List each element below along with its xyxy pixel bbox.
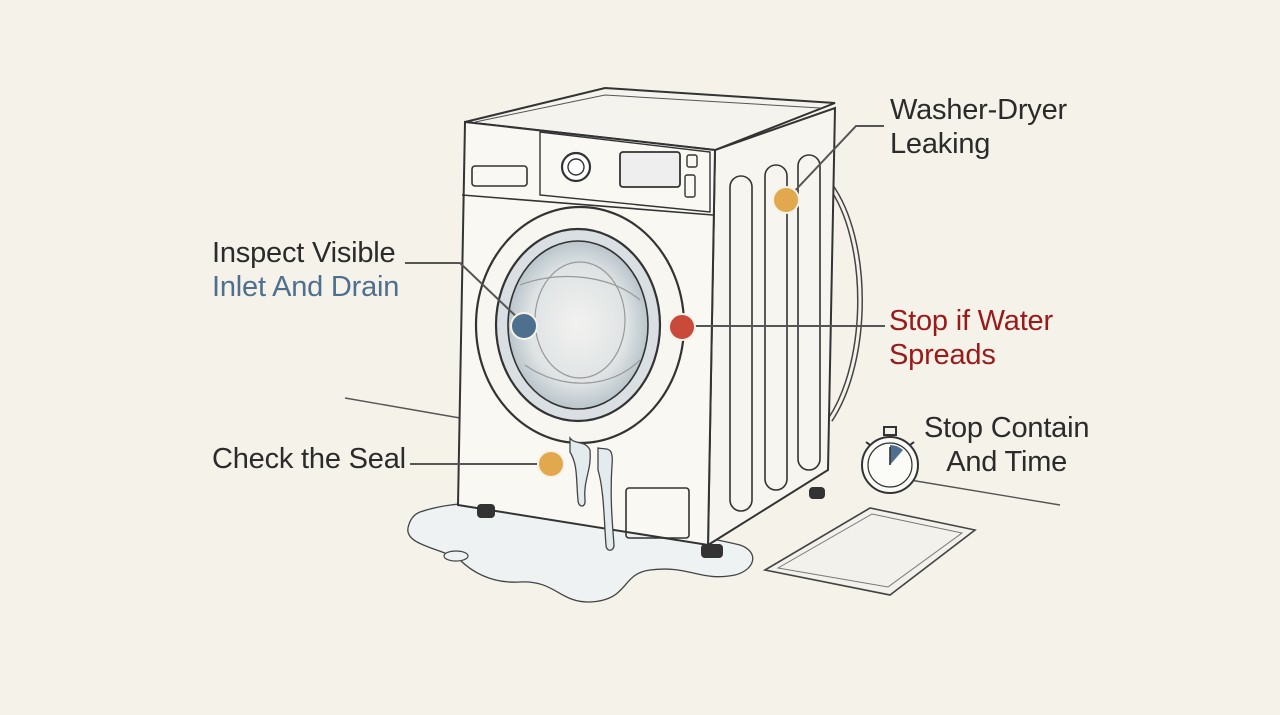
callout-line: Inspect Visible — [212, 237, 396, 269]
callout-line: Stop Contain — [924, 412, 1090, 444]
callout-line: Leaking — [890, 128, 991, 160]
floor-lines — [344, 397, 1061, 506]
callout-inspect-inlet-drain: Inspect Visible Inlet And Drain — [212, 236, 399, 304]
callout-line: And Time — [946, 446, 1068, 478]
dot-inspect-inlet — [510, 312, 538, 340]
dot-stop-water — [668, 313, 696, 341]
leader-lines — [405, 125, 885, 465]
callout-check-the-seal: Check the Seal — [212, 442, 406, 476]
drain-hose — [827, 183, 863, 422]
dot-washer-leaking — [772, 186, 800, 214]
callout-line: Inlet And Drain — [212, 271, 400, 303]
mat-icon — [762, 507, 977, 596]
stopwatch-icon — [861, 426, 919, 494]
callout-line: Stop if Water — [889, 305, 1053, 337]
callout-washer-dryer-leaking: Washer-Dryer Leaking — [890, 93, 1067, 161]
water-drip — [569, 435, 615, 551]
dot-check-seal — [537, 450, 565, 478]
callout-stop-contain-time: Stop Contain And Time — [924, 411, 1089, 479]
washer-door — [474, 205, 686, 445]
callout-line: Washer-Dryer — [890, 94, 1067, 126]
callout-line: Check the Seal — [212, 443, 406, 475]
callout-line: Spreads — [889, 339, 996, 371]
callout-stop-if-water-spreads: Stop if Water Spreads — [889, 304, 1053, 372]
